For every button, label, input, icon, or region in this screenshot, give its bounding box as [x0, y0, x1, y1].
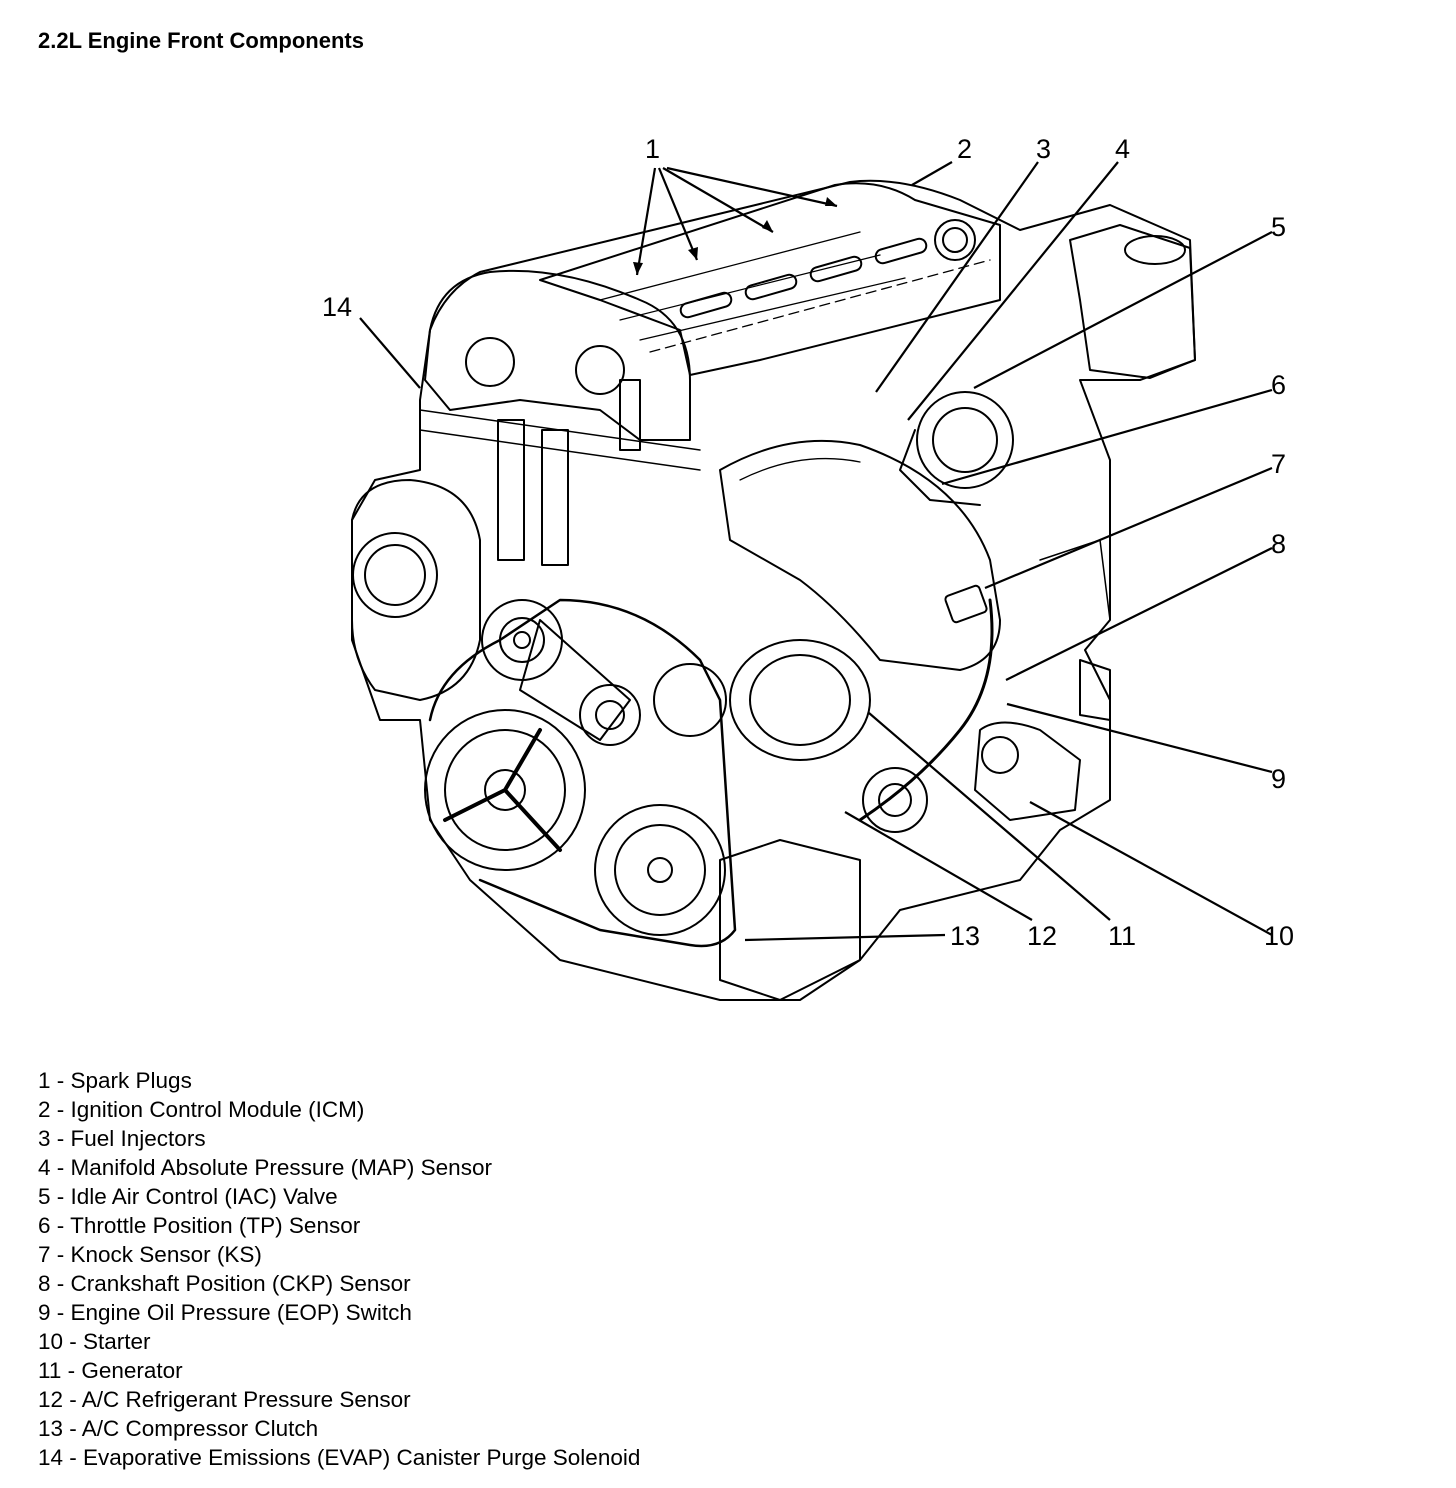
legend-item: 11 - Generator	[38, 1358, 183, 1383]
legend-item: 7 - Knock Sensor (KS)	[38, 1242, 262, 1267]
callout-12: 12	[1027, 921, 1057, 951]
legend-item: 8 - Crankshaft Position (CKP) Sensor	[38, 1271, 411, 1296]
legend-item: 1 - Spark Plugs	[38, 1068, 192, 1093]
callout-4: 4	[1115, 134, 1130, 164]
callout-11: 11	[1108, 921, 1136, 951]
leader-lines	[359, 161, 1273, 942]
diagram-title: 2.2L Engine Front Components	[38, 28, 364, 53]
callout-10: 10	[1264, 921, 1294, 951]
legend-item: 14 - Evaporative Emissions (EVAP) Canist…	[38, 1445, 641, 1470]
callout-7: 7	[1271, 449, 1286, 479]
engine-diagram: 1 2 3 4 5 6 7 8 9 10 11 12 13 14	[322, 134, 1294, 1001]
callout-14: 14	[322, 292, 352, 322]
legend-item: 13 - A/C Compressor Clutch	[38, 1416, 319, 1441]
callout-13: 13	[950, 921, 980, 951]
legend-item: 4 - Manifold Absolute Pressure (MAP) Sen…	[38, 1155, 492, 1180]
legend-item: 12 - A/C Refrigerant Pressure Sensor	[38, 1387, 411, 1412]
callout-2: 2	[957, 134, 972, 164]
callout-9: 9	[1271, 764, 1286, 794]
callout-3: 3	[1036, 134, 1051, 164]
callout-5: 5	[1271, 212, 1286, 242]
component-legend: 1 - Spark Plugs 2 - Ignition Control Mod…	[38, 1066, 640, 1472]
engine-illustration	[351, 179, 1196, 1001]
legend-item: 2 - Ignition Control Module (ICM)	[38, 1097, 365, 1122]
legend-item: 10 - Starter	[38, 1329, 151, 1354]
legend-item: 6 - Throttle Position (TP) Sensor	[38, 1213, 361, 1238]
callout-1: 1	[645, 134, 660, 164]
legend-item: 9 - Engine Oil Pressure (EOP) Switch	[38, 1300, 412, 1325]
callout-6: 6	[1271, 370, 1286, 400]
callout-labels: 1 2 3 4 5 6 7 8 9 10 11 12 13 14	[322, 134, 1294, 951]
legend-item: 3 - Fuel Injectors	[38, 1126, 206, 1151]
callout-8: 8	[1271, 529, 1286, 559]
leader-arrowheads	[633, 197, 837, 275]
legend-item: 5 - Idle Air Control (IAC) Valve	[38, 1184, 338, 1209]
